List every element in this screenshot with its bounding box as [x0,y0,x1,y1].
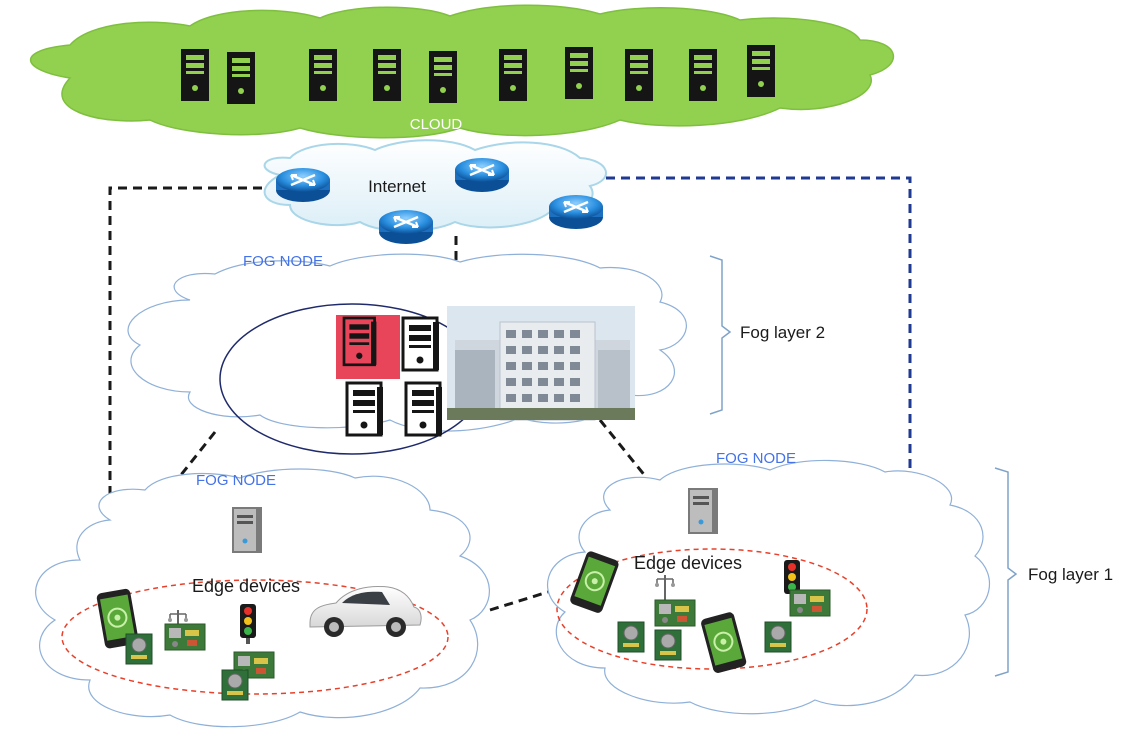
sensor-board-icon [764,621,792,653]
edge-ring-right [556,548,868,670]
fog-layer1-brace [994,467,1018,677]
link-internet-left [108,186,262,520]
car-icon [309,586,422,637]
sensor-board-icon [617,621,645,653]
router-icon [547,193,605,231]
fog-node-label-top: FOG NODE [243,253,323,270]
fog-node-label-left: FOG NODE [196,472,276,489]
link-fog1-left-right [489,590,549,612]
link-fog2-left [148,431,217,515]
fog-layer2-brace [709,255,732,415]
internet-shape [263,139,607,232]
server-icon [404,381,444,437]
edge-devices-label-left: Edge devices [192,576,300,596]
fog-node-layer2: FOG NODE [127,253,825,455]
server-icon [345,381,385,437]
cloud-shape [29,4,895,139]
fog-node-left: FOG NODE Edge devices [35,468,490,728]
link-internet-right [606,176,912,474]
internet-label: Internet [368,177,426,196]
fog1-right-cloud-shape [547,459,991,715]
sensor-board-icon [164,623,206,651]
fog2-servers [336,315,444,437]
fog-node-right: FOG NODE Edge devices [547,450,991,715]
sensor-board-icon [654,629,682,661]
server-icon [401,316,441,372]
edge-devices-label-right: Edge devices [634,553,742,573]
fog-layer-2-label: Fog layer 2 [740,323,825,342]
cloud-layer: CLOUD [29,4,895,139]
fog-node-server-icon [688,488,718,534]
internet-cloud: Internet [263,139,607,246]
edge-devices-left [95,586,422,701]
sensor-board-icon [654,599,696,627]
sensor-board-icon [221,669,249,701]
sensor-board-icon [125,633,153,665]
router-icon [377,208,435,246]
cloud-label: CLOUD [410,116,463,133]
building-icon [447,306,635,421]
sensor-board-icon [789,589,831,617]
fog-node-label-right: FOG NODE [716,450,796,467]
fog-node-server-icon [232,507,262,553]
router-icon [453,156,511,194]
router-icon [274,166,332,204]
fog-layer-1-label: Fog layer 1 [1028,565,1113,584]
edge-ring-left [61,579,449,695]
